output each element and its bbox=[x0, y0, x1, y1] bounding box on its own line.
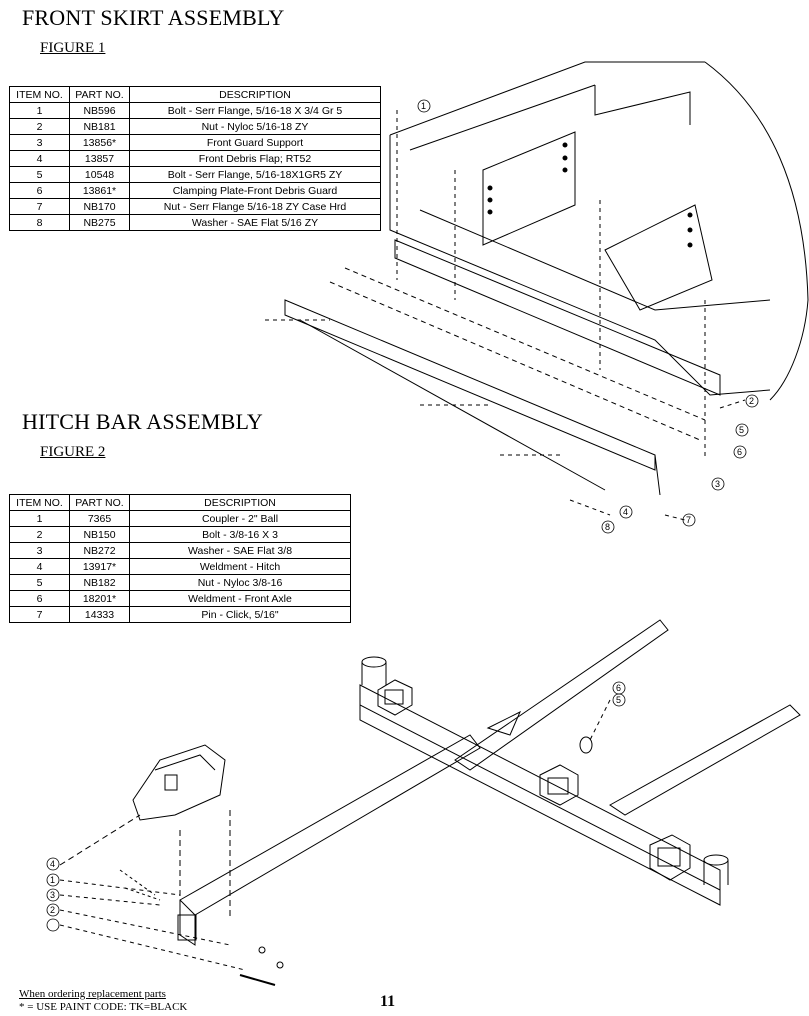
callout-label: 8 bbox=[605, 522, 610, 532]
description: Pin - Click, 5/16" bbox=[129, 606, 351, 623]
item-no: 2 bbox=[9, 526, 70, 543]
item-no: 8 bbox=[9, 214, 70, 231]
axle-socket-left bbox=[377, 679, 413, 716]
part-no: 13857 bbox=[69, 150, 130, 167]
callout-label: 4 bbox=[50, 859, 55, 869]
axle-socket-right bbox=[649, 834, 691, 881]
header-item-no: ITEM NO. bbox=[9, 494, 70, 511]
hitch-bar-exploded-drawing: 6 5 4 1 3 2 bbox=[46, 619, 801, 986]
bolt bbox=[239, 974, 276, 986]
table-header-row: ITEM NO. PART NO. DESCRIPTION bbox=[9, 494, 351, 511]
part-no: NB275 bbox=[69, 214, 130, 231]
table-header-row: ITEM NO. PART NO. DESCRIPTION bbox=[9, 86, 381, 103]
deck-front bbox=[389, 135, 771, 396]
item-no: 4 bbox=[9, 558, 70, 575]
paint-code-note: * = USE PAINT CODE: TK=BLACK bbox=[19, 1001, 188, 1013]
callout-label: 4 bbox=[623, 507, 628, 517]
page-number: 11 bbox=[380, 993, 396, 1010]
part-no: NB272 bbox=[69, 542, 130, 559]
description: Bolt - Serr Flange, 5/16-18 X 3/4 Gr 5 bbox=[129, 102, 381, 119]
section-title-hitch-bar: HITCH BAR ASSEMBLY bbox=[22, 409, 263, 434]
item-no: 3 bbox=[9, 542, 70, 559]
part-no: NB150 bbox=[69, 526, 130, 543]
part-no: NB170 bbox=[69, 198, 130, 215]
figure-label-2: FIGURE 2 bbox=[40, 444, 106, 460]
callout-label: 1 bbox=[50, 875, 55, 885]
ordering-note: When ordering replacement parts bbox=[19, 988, 166, 1000]
item-no: 7 bbox=[9, 606, 70, 623]
header-description: DESCRIPTION bbox=[129, 494, 351, 511]
rear-rail bbox=[454, 619, 669, 771]
callout-label: 3 bbox=[715, 479, 720, 489]
guard-support-left bbox=[482, 131, 576, 246]
item-no: 1 bbox=[9, 510, 70, 527]
description: Washer - SAE Flat 3/8 bbox=[129, 542, 351, 559]
header-part-no: PART NO. bbox=[69, 494, 130, 511]
guard-support-right bbox=[604, 204, 713, 311]
item-no: 5 bbox=[9, 574, 70, 591]
callout-label: 5 bbox=[616, 695, 621, 705]
figure-label-1: FIGURE 1 bbox=[40, 40, 106, 56]
deck-edge bbox=[389, 61, 705, 136]
description: Nut - Nyloc 3/8-16 bbox=[129, 574, 351, 591]
description: Washer - SAE Flat 5/16 ZY bbox=[129, 214, 381, 231]
part-no: NB181 bbox=[69, 118, 130, 135]
section-title-front-skirt: FRONT SKIRT ASSEMBLY bbox=[22, 5, 285, 30]
description: Bolt - 3/8-16 X 3 bbox=[129, 526, 351, 543]
front-skirt-exploded-drawing: 1 2 5 6 3 4 7 8 bbox=[265, 61, 809, 534]
description: Coupler - 2" Ball bbox=[129, 510, 351, 527]
description: Front Guard Support bbox=[129, 134, 381, 151]
callout-label: 6 bbox=[616, 683, 621, 693]
callout-label: 5 bbox=[739, 425, 744, 435]
description: Weldment - Hitch bbox=[129, 558, 351, 575]
part-no: NB182 bbox=[69, 574, 130, 591]
axle-socket-center bbox=[539, 764, 579, 806]
front-debris-flap bbox=[394, 239, 721, 396]
coupler bbox=[132, 744, 226, 821]
description: Nut - Serr Flange 5/16-18 ZY Case Hrd bbox=[129, 198, 381, 215]
callout-label: 1 bbox=[421, 101, 426, 111]
callout-label: 3 bbox=[50, 890, 55, 900]
hitch-weldment-bar bbox=[179, 734, 481, 916]
clamping-plate bbox=[284, 299, 656, 471]
part-no: 13917* bbox=[69, 558, 130, 575]
callout-label: 2 bbox=[50, 905, 55, 915]
part-no: 7365 bbox=[69, 510, 130, 527]
callout-label: 6 bbox=[737, 447, 742, 457]
part-no: 10548 bbox=[69, 166, 130, 183]
callout-label: 7 bbox=[686, 515, 691, 525]
part-no: 18201* bbox=[69, 590, 130, 607]
deck-curve bbox=[704, 61, 809, 401]
callout-label: 2 bbox=[749, 396, 754, 406]
right-cross-rail bbox=[609, 704, 801, 816]
